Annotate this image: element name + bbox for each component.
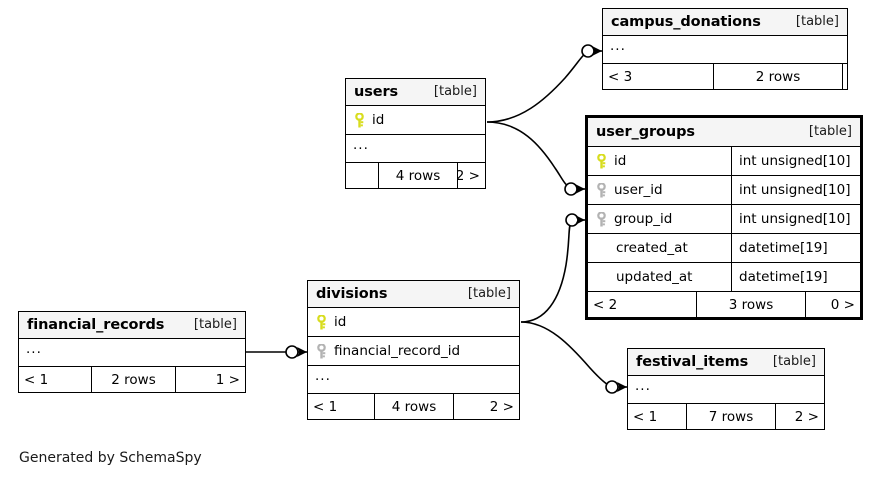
- column-type-cell: int unsigned[10]: [731, 147, 860, 175]
- table-header-festival_items: festival_items [table]: [628, 349, 824, 376]
- footer-parents-count[interactable]: < 1: [24, 371, 49, 388]
- table-more-columns-ellipsis[interactable]: ...: [19, 339, 245, 367]
- column-label: financial_record_id: [334, 343, 461, 359]
- foreign-key-icon: [595, 211, 608, 227]
- table-footer-financial_records: < 1 2 rows 1 >: [19, 367, 245, 392]
- table-more-columns-ellipsis[interactable]: ...: [628, 376, 824, 404]
- footer-children-count[interactable]: 2 >: [489, 398, 514, 415]
- primary-key-icon: [595, 153, 608, 169]
- footer-row-count: 2 rows: [91, 367, 176, 392]
- edge-financial_records-divisions: [246, 345, 307, 359]
- table-column-row[interactable]: updated_at datetime[19]: [588, 263, 860, 292]
- footer-row-count: 2 rows: [713, 64, 843, 89]
- column-name-cell: updated_at: [588, 269, 731, 285]
- table-column-row[interactable]: user_id int unsigned[10]: [588, 176, 860, 205]
- column-name-cell: id: [308, 314, 519, 330]
- table-column-row[interactable]: id: [346, 106, 485, 135]
- column-label: id: [372, 112, 385, 128]
- column-label: updated_at: [616, 269, 693, 285]
- footer-children-count[interactable]: [843, 64, 848, 89]
- edge-users-user_groups-user_id: [486, 121, 585, 196]
- column-name-cell: group_id: [588, 211, 731, 227]
- table-header-divisions: divisions [table]: [308, 281, 519, 308]
- edge-users-campus_donations: [486, 44, 602, 123]
- table-more-columns-ellipsis[interactable]: ...: [603, 36, 847, 64]
- footer-row-count: 4 rows: [374, 394, 454, 419]
- table-header-user_groups: user_groups [table]: [588, 118, 860, 147]
- column-label: created_at: [616, 240, 688, 256]
- table-column-row[interactable]: financial_record_id: [308, 337, 519, 366]
- column-type-cell: int unsigned[10]: [731, 205, 860, 233]
- edge-divisions-user_groups-group_id: [520, 213, 585, 323]
- table-kind-label: [table]: [467, 286, 511, 301]
- table-kind-label: [table]: [808, 124, 852, 139]
- footer-parents-count[interactable]: < 2: [593, 296, 618, 313]
- column-label: group_id: [614, 211, 673, 227]
- footer-parents-count[interactable]: < 3: [608, 68, 633, 85]
- table-title: users: [354, 83, 399, 100]
- footer-row-count: 4 rows: [378, 163, 458, 188]
- table-title: festival_items: [636, 353, 749, 370]
- footer-children-count[interactable]: 2 >: [458, 167, 480, 184]
- column-name-cell: created_at: [588, 240, 731, 256]
- footer-parents-count[interactable]: < 1: [633, 408, 658, 425]
- table-title: user_groups: [596, 123, 695, 140]
- ellipsis-text: ...: [635, 377, 651, 394]
- ellipsis-text: ...: [610, 37, 626, 54]
- table-kind-label: [table]: [772, 354, 816, 369]
- generated-by-credit: Generated by SchemaSpy: [19, 450, 202, 466]
- ellipsis-text: ...: [353, 136, 369, 153]
- footer-parents-count[interactable]: < 1: [313, 398, 338, 415]
- table-footer-divisions: < 1 4 rows 2 >: [308, 394, 519, 419]
- ellipsis-text: ...: [315, 367, 331, 384]
- table-footer-campus_donations: < 3 2 rows: [603, 64, 847, 89]
- column-label: id: [614, 153, 627, 169]
- column-label: id: [334, 314, 347, 330]
- table-financial_records[interactable]: financial_records [table]... < 1 2 rows 1 >: [18, 311, 246, 393]
- foreign-key-icon: [315, 343, 328, 359]
- column-type-cell: datetime[19]: [731, 234, 860, 262]
- table-column-row[interactable]: group_id int unsigned[10]: [588, 205, 860, 234]
- table-column-row[interactable]: created_at datetime[19]: [588, 234, 860, 263]
- table-footer-festival_items: < 1 7 rows 2 >: [628, 404, 824, 429]
- table-column-row[interactable]: id: [308, 308, 519, 337]
- column-name-cell: id: [346, 112, 485, 128]
- table-title: campus_donations: [611, 13, 761, 30]
- footer-children-count[interactable]: 1 >: [215, 371, 240, 388]
- table-header-financial_records: financial_records [table]: [19, 312, 245, 339]
- column-type-cell: int unsigned[10]: [731, 176, 860, 204]
- footer-parents-count[interactable]: [346, 163, 378, 188]
- table-divisions[interactable]: divisions [table] id financial_record_id...…: [307, 280, 520, 420]
- table-title: financial_records: [27, 316, 165, 333]
- table-more-columns-ellipsis[interactable]: ...: [308, 366, 519, 394]
- column-name-cell: user_id: [588, 182, 731, 198]
- foreign-key-icon: [595, 182, 608, 198]
- table-footer-user_groups: < 2 3 rows 0 >: [588, 292, 860, 317]
- column-type-cell: datetime[19]: [731, 263, 860, 291]
- ellipsis-text: ...: [26, 340, 42, 357]
- edge-divisions-festival_items: [520, 321, 627, 394]
- table-header-users: users [table]: [346, 79, 485, 106]
- column-label: user_id: [614, 182, 663, 198]
- footer-children-count[interactable]: 2 >: [794, 408, 819, 425]
- table-header-campus_donations: campus_donations [table]: [603, 9, 847, 36]
- table-kind-label: [table]: [433, 84, 477, 99]
- table-title: divisions: [316, 285, 388, 302]
- footer-children-count[interactable]: 0 >: [830, 296, 855, 313]
- primary-key-icon: [315, 314, 328, 330]
- table-more-columns-ellipsis[interactable]: ...: [346, 135, 485, 163]
- table-festival_items[interactable]: festival_items [table]... < 1 7 rows 2 >: [627, 348, 825, 430]
- column-name-cell: financial_record_id: [308, 343, 519, 359]
- table-campus_donations[interactable]: campus_donations [table]... < 3 2 rows: [602, 8, 848, 90]
- column-name-cell: id: [588, 153, 731, 169]
- footer-row-count: 3 rows: [696, 292, 806, 317]
- primary-key-icon: [353, 112, 366, 128]
- table-kind-label: [table]: [193, 317, 237, 332]
- footer-row-count: 7 rows: [686, 404, 776, 429]
- table-column-row[interactable]: id int unsigned[10]: [588, 147, 860, 176]
- table-kind-label: [table]: [795, 14, 839, 29]
